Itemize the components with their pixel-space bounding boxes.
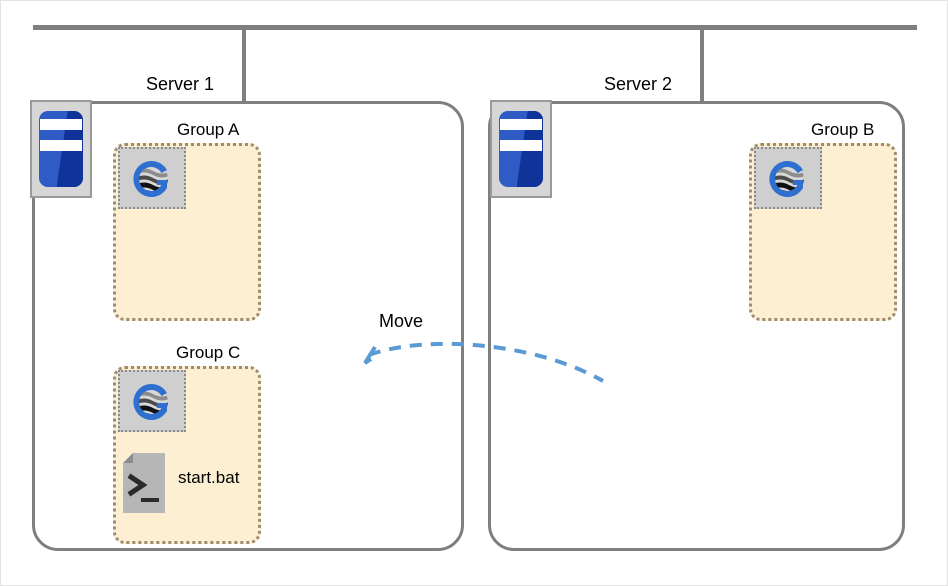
globe-g-icon-glyph [133, 161, 168, 197]
server-1-label: Server 1 [146, 74, 215, 94]
drop-line-server-2 [700, 25, 704, 102]
batch-file-icon[interactable] [119, 451, 171, 515]
server-slot-bar [500, 140, 542, 151]
batch-file-label: start.bat [178, 468, 240, 487]
curved-dashed-arrow [363, 341, 604, 383]
server-slot-bar [40, 119, 82, 130]
server-2-label: Server 2 [604, 74, 673, 94]
globe-g-icon-glyph [769, 161, 804, 197]
server-slot-bar [40, 140, 82, 151]
group-a-label: Group A [177, 120, 240, 139]
group-b-label: Group B [811, 120, 875, 139]
batch-file-glyph [123, 453, 165, 513]
group-c-label: Group C [176, 343, 241, 362]
globe-g-icon-glyph [133, 384, 168, 420]
drop-line-server-1 [242, 25, 246, 102]
server-slot-bar [500, 119, 542, 130]
globe-g-app-icon[interactable] [118, 147, 186, 209]
globe-g-app-icon[interactable] [754, 147, 822, 209]
server-icon-1[interactable] [30, 100, 92, 198]
move-annotation-label: Move [379, 311, 424, 331]
server-icon-2[interactable] [490, 100, 552, 198]
network-bus-line [33, 25, 917, 30]
globe-g-app-icon[interactable] [118, 370, 186, 432]
